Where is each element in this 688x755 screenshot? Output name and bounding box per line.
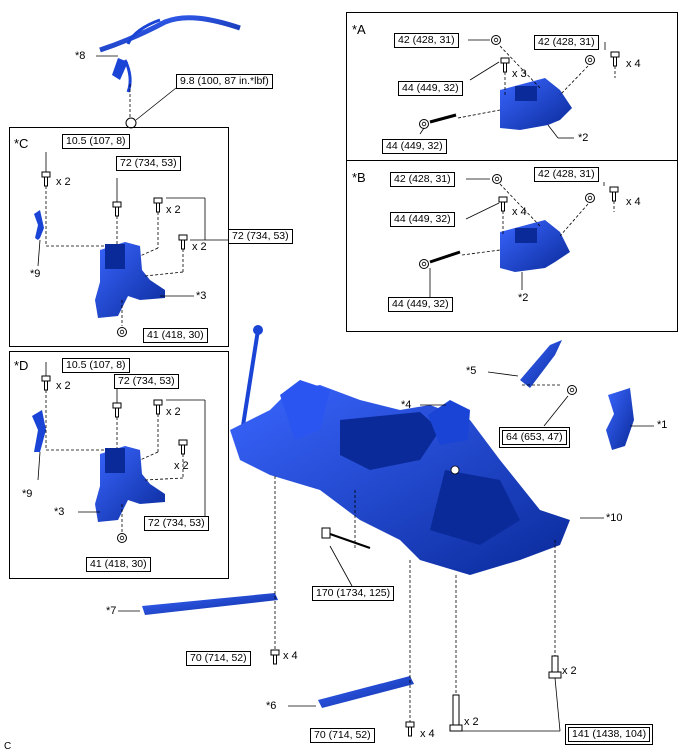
part-label-8: *8 [75,50,86,62]
section-label-a: *A [352,22,366,37]
qty-main-x4-b: x 4 [420,728,435,740]
torque-c-mid: 72 (734, 53) [116,156,181,171]
part-label-2b: *2 [518,292,529,304]
qty-main-x2-a: x 2 [464,716,479,728]
torque-d-bottom: 41 (418, 30) [86,557,151,572]
part-label-3d: *3 [54,506,65,518]
torque-rear-bolt: 141 (1438, 104) [564,724,654,745]
part-label-5: *5 [466,365,477,377]
figure-code: C [4,741,12,752]
part-label-9d: *9 [22,488,33,500]
qty-c-x2-a: x 2 [56,176,71,188]
qty-c-x2-c: x 2 [192,241,207,253]
torque-b-nut-right: 42 (428, 31) [534,167,599,182]
torque-c-top: 10.5 (107, 8) [62,134,130,149]
qty-a-x3: x 3 [512,68,527,80]
torque-a-nut-right: 42 (428, 31) [534,35,599,50]
torque-a-bolt: 44 (449, 32) [398,81,463,96]
part-label-4: *4 [401,399,412,411]
qty-main-x4-a: x 4 [283,650,298,662]
torque-part-8: 9.8 (100, 87 in.*lbf) [176,74,273,89]
section-label-b: *B [352,170,366,185]
torque-b-nut-left: 42 (428, 31) [390,172,455,187]
qty-main-x2-b: x 2 [562,665,577,677]
torque-b-bolt: 44 (449, 32) [390,212,455,227]
part-label-3c: *3 [196,290,207,302]
torque-a-nut-left: 42 (428, 31) [394,33,459,48]
part-label-1: *1 [657,419,668,431]
qty-d-x2-c: x 2 [174,460,189,472]
torque-part-7: 70 (714, 52) [186,651,251,666]
part-label-9c: *9 [30,268,41,280]
main-assembly [118,325,654,737]
qty-c-x2-b: x 2 [166,204,181,216]
section-label-c: *C [14,136,29,151]
qty-b-x4-left: x 4 [512,206,527,218]
qty-a-x4: x 4 [626,58,641,70]
engine-mount-b [419,174,619,298]
section-label-d: *D [14,358,29,373]
engine-mount-a [419,35,620,139]
torque-part-6: 70 (714, 52) [310,728,375,743]
torque-part-5: 64 (653, 47) [499,427,570,448]
part-label-2a: *2 [578,132,589,144]
torque-d-right: 72 (734, 53) [144,516,209,531]
qty-d-x2-a: x 2 [56,380,71,392]
torque-b-long-bolt: 44 (449, 32) [388,297,453,312]
engine-mount-c [34,152,229,337]
qty-b-x4-right: x 4 [626,196,641,208]
part-label-6: *6 [266,700,277,712]
torque-c-bottom: 41 (418, 30) [143,328,208,343]
panel-d [9,351,229,579]
torque-c-right: 72 (734, 53) [228,229,293,244]
part-label-10: *10 [606,512,623,524]
torque-a-long-bolt: 44 (449, 32) [382,139,447,154]
qty-d-x2-b: x 2 [166,406,181,418]
panel-b [346,160,678,332]
torque-d-mid: 72 (734, 53) [114,374,179,389]
torque-front-bolt: 170 (1734, 125) [312,586,395,601]
part-8-pipe [96,15,241,129]
engine-mount-d [32,362,206,543]
torque-d-top: 10.5 (107, 8) [62,358,130,373]
part-label-7: *7 [106,605,117,617]
